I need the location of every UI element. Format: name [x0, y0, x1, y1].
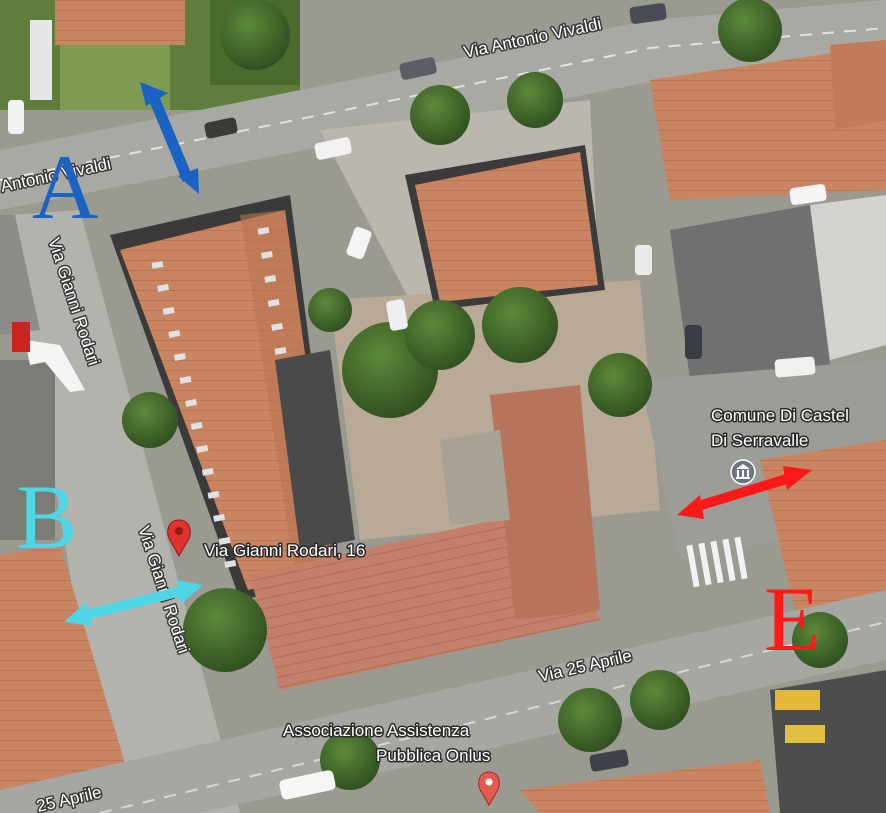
skylight: [257, 227, 270, 235]
label-comune-line1: Comune Di Castel: [711, 406, 849, 425]
skylight: [224, 560, 237, 568]
skylight: [213, 514, 226, 522]
skylight: [162, 307, 175, 315]
label-comune-line2: Di Serravalle: [711, 431, 808, 450]
label-assoc-line1: Associazione Assistenza: [283, 721, 470, 740]
skylight: [271, 323, 284, 331]
poi-associazione-assistenza-pubblica-onlus[interactable]: Associazione Assistenza Pubblica Onlus: [282, 720, 500, 806]
skylight: [196, 445, 209, 453]
parked-cars: [8, 3, 827, 800]
building-white-strip: [30, 20, 52, 100]
location-pin-icon: [167, 519, 191, 558]
building-top-center: [415, 152, 598, 302]
label-pin-address: Via Gianni Rodari, 16: [204, 541, 365, 560]
annotation-e: E: [677, 466, 820, 670]
skylight: [151, 261, 164, 269]
annotation-letter-b: B: [16, 466, 77, 568]
skylight: [201, 468, 214, 476]
building-top-left: [55, 0, 185, 45]
building-along-via-25-aprile: [250, 385, 600, 690]
skylight: [274, 347, 287, 355]
annotation-b: B: [16, 466, 203, 626]
double-arrow-e-icon: [677, 466, 812, 519]
skylight: [173, 353, 186, 361]
building-top-right: [650, 45, 886, 200]
double-arrow-a-icon: [140, 82, 199, 194]
skylight: [260, 251, 273, 259]
skylight: [179, 376, 192, 384]
skylight: [218, 537, 231, 545]
annotation-letter-e: E: [764, 568, 820, 670]
skylight: [207, 491, 220, 499]
pedestrian-crossing: [686, 536, 748, 588]
annotation-a: A: [32, 82, 199, 238]
annotation-letter-a: A: [32, 136, 98, 238]
poi-comune-di-castel-di-serravalle[interactable]: Comune Di Castel Di Serravalle: [710, 405, 850, 485]
skylight: [190, 422, 203, 430]
town-hall-icon: [730, 459, 756, 485]
road-via-25-aprile: [0, 590, 886, 813]
skylight: [185, 399, 198, 407]
skylight: [267, 299, 280, 307]
building-right-lower: [760, 440, 886, 630]
location-pin-via-gianni-rodari-16[interactable]: Via Gianni Rodari, 16: [167, 519, 367, 562]
skylight: [264, 275, 277, 283]
building-grey-roof: [670, 205, 830, 380]
building-bottom-left: [0, 545, 130, 800]
label-assoc-line2: Pubblica Onlus: [376, 746, 490, 765]
double-arrow-b-icon: [64, 580, 203, 626]
trees: [122, 0, 848, 790]
building-light-roof: [810, 195, 886, 360]
location-pin-icon: [478, 771, 500, 806]
skylight: [168, 330, 181, 338]
skylight: [157, 284, 170, 292]
